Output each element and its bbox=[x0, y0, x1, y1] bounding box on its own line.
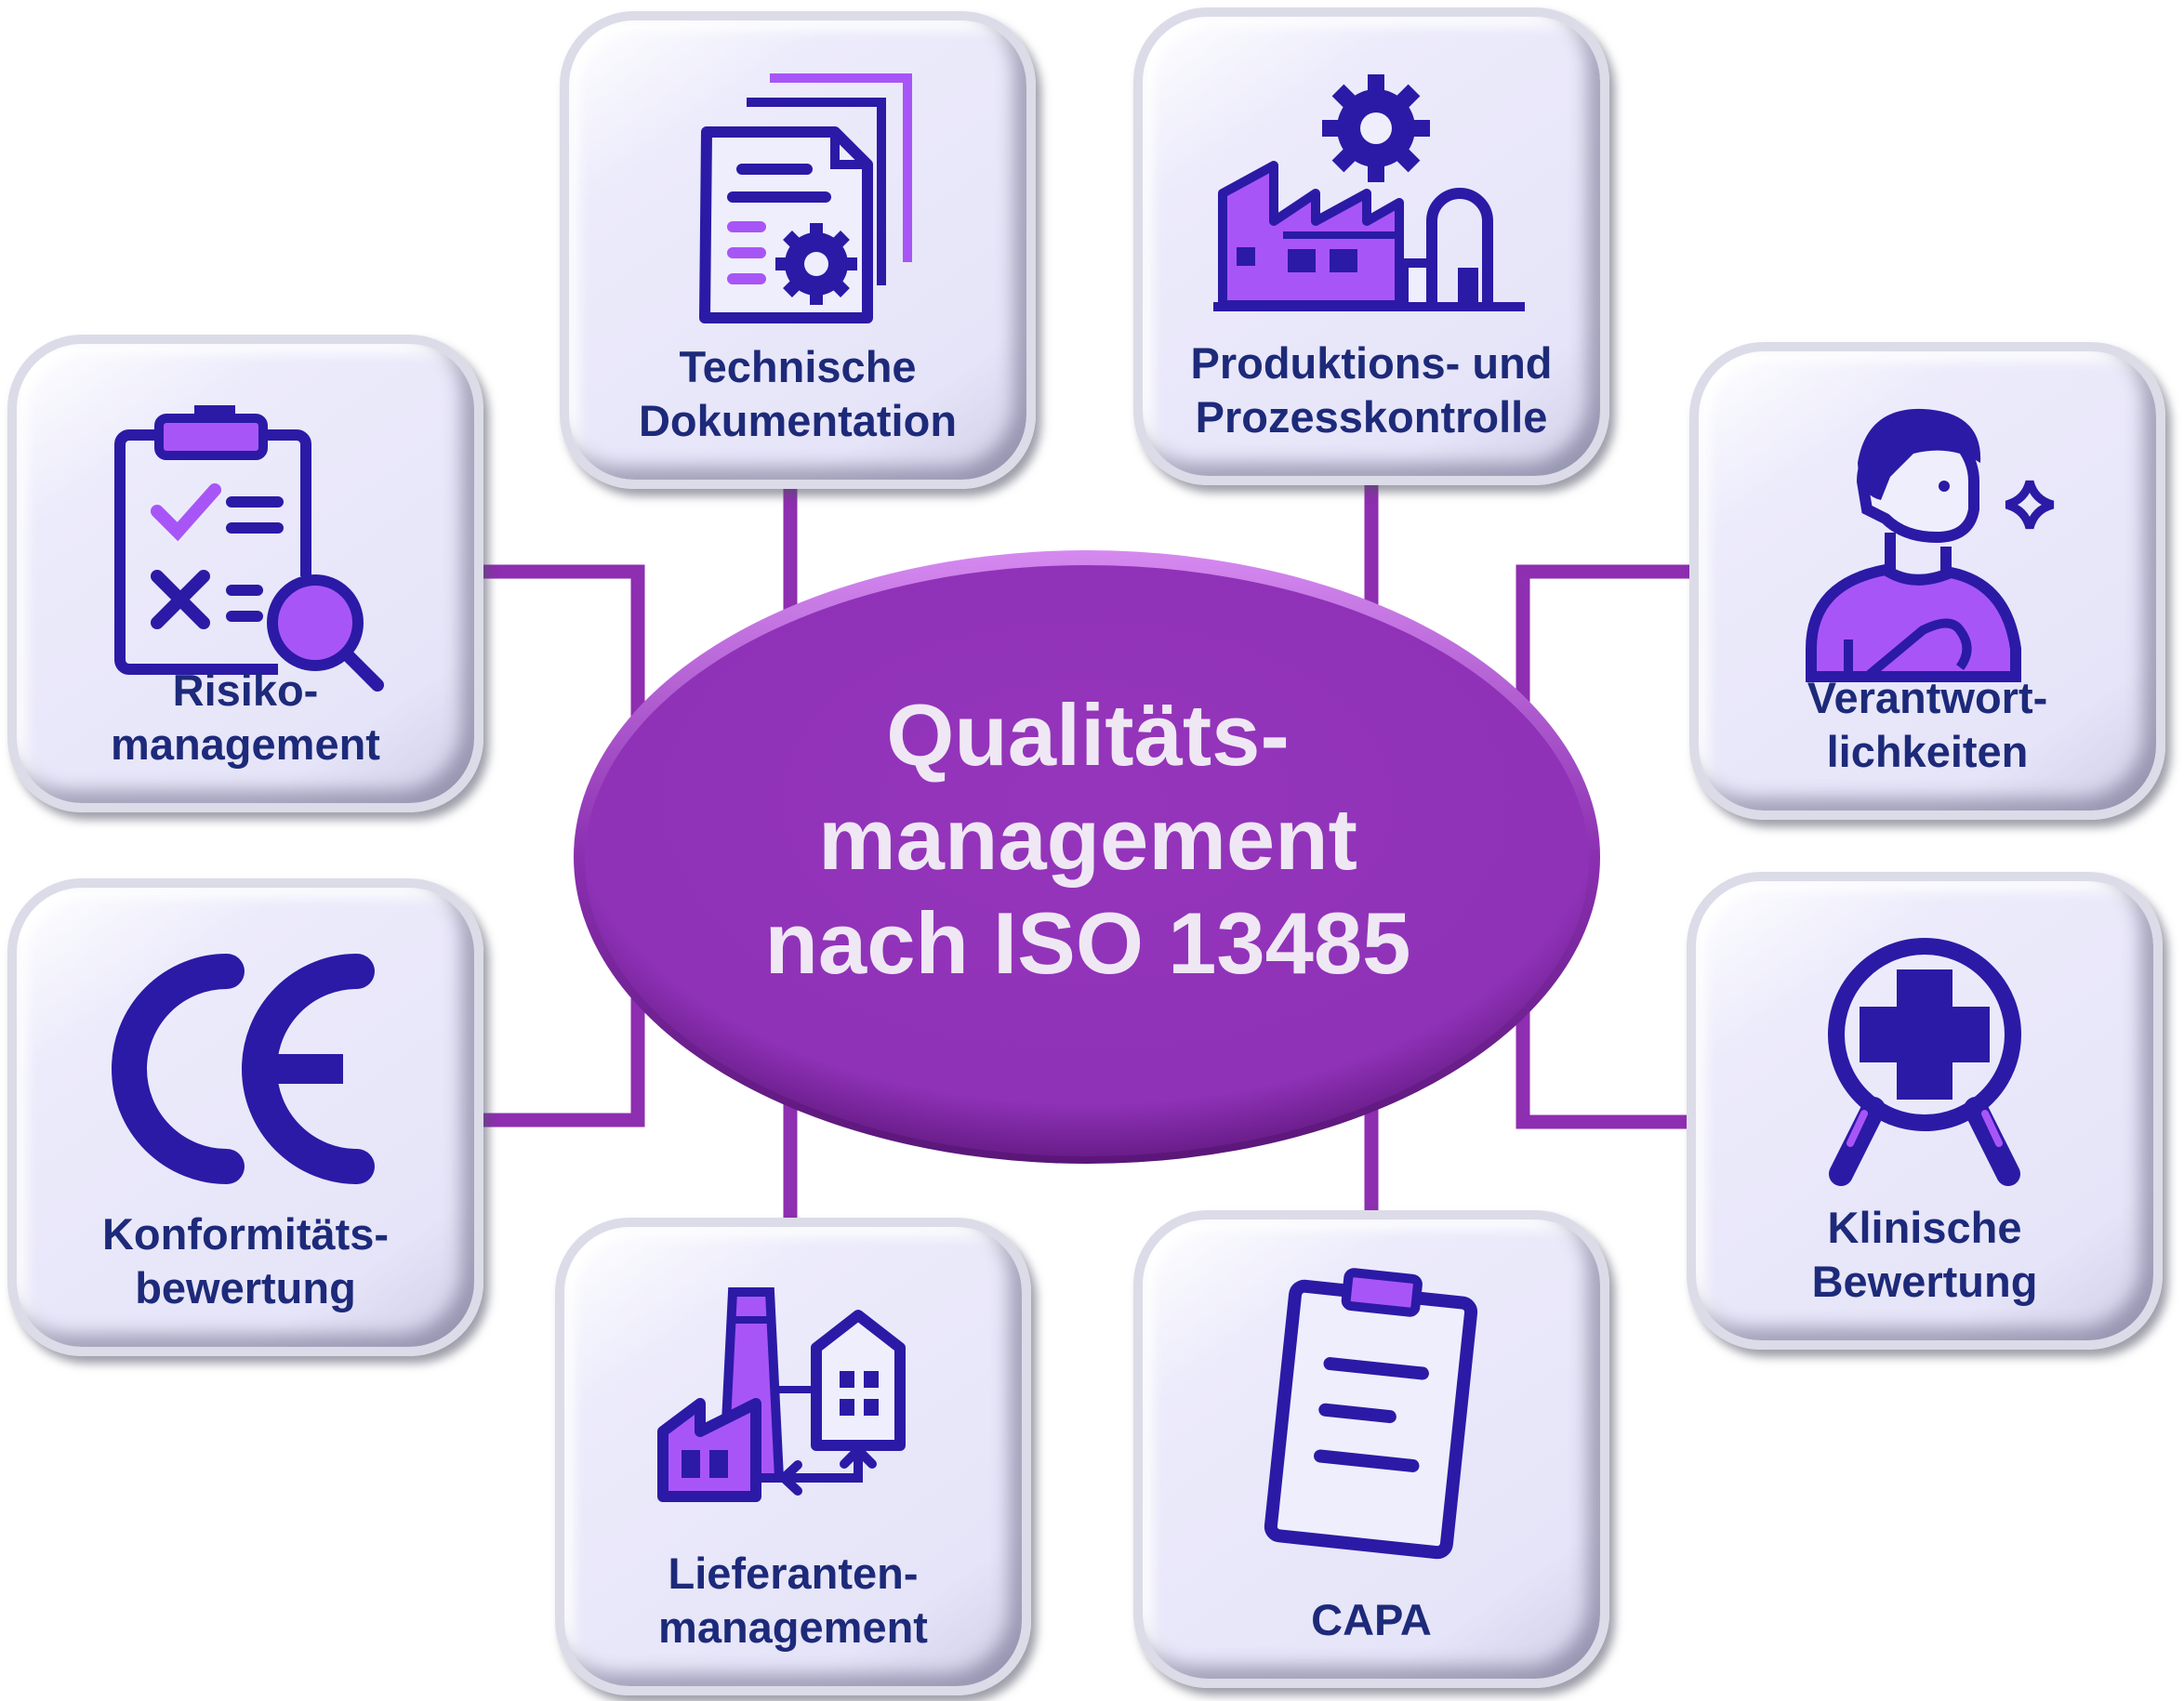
topic-label: Klinische Bewertung bbox=[1811, 1203, 2038, 1306]
topic-label: Konformitäts- bewertung bbox=[101, 1209, 390, 1312]
clipboard-icon bbox=[1264, 1268, 1478, 1560]
topic-label: Risiko- management bbox=[111, 666, 380, 769]
clipboard-checklist-magnifier-icon bbox=[114, 405, 384, 692]
connector-risiko bbox=[479, 564, 645, 744]
medical-cross-magnifier-icon bbox=[1828, 938, 2021, 1186]
topic-label: Produktions- und Prozesskontrolle bbox=[1190, 338, 1553, 442]
ce-mark-icon bbox=[112, 954, 375, 1184]
topic-label: Lieferanten- management bbox=[658, 1549, 928, 1652]
center-title: Qualitäts- management nach ISO 13485 bbox=[764, 686, 1411, 992]
connector-konformitaet bbox=[479, 967, 645, 1127]
factory-gear-icon bbox=[1213, 74, 1525, 311]
person-sparkle-icon bbox=[1806, 408, 2055, 682]
topic-card-produktions-prozesskontrolle[interactable]: Produktions- und Prozesskontrolle bbox=[1133, 7, 1609, 485]
topic-card-verantwortlichkeiten[interactable]: Verantwort- lichkeiten bbox=[1689, 342, 2165, 820]
topic-label: Technische Dokumentation bbox=[638, 342, 958, 445]
topic-card-risikomanagement[interactable]: Risiko- management bbox=[7, 335, 483, 812]
supplier-factory-house-icon bbox=[657, 1287, 906, 1502]
document-gear-icon bbox=[699, 73, 912, 323]
topic-label: Verantwort- lichkeiten bbox=[1807, 673, 2048, 776]
topic-card-technische-dokumentation[interactable]: Technische Dokumentation bbox=[560, 11, 1036, 489]
topic-label: CAPA bbox=[1311, 1595, 1432, 1644]
topic-card-capa[interactable]: CAPA bbox=[1133, 1210, 1609, 1688]
topic-card-konformitaetsbewertung[interactable]: Konformitäts- bewertung bbox=[7, 878, 483, 1356]
topic-card-klinische-bewertung[interactable]: Klinische Bewertung bbox=[1687, 872, 2163, 1350]
topic-card-lieferantenmanagement[interactable]: Lieferanten- management bbox=[555, 1218, 1031, 1695]
connector-verantwortung bbox=[1516, 564, 1692, 744]
